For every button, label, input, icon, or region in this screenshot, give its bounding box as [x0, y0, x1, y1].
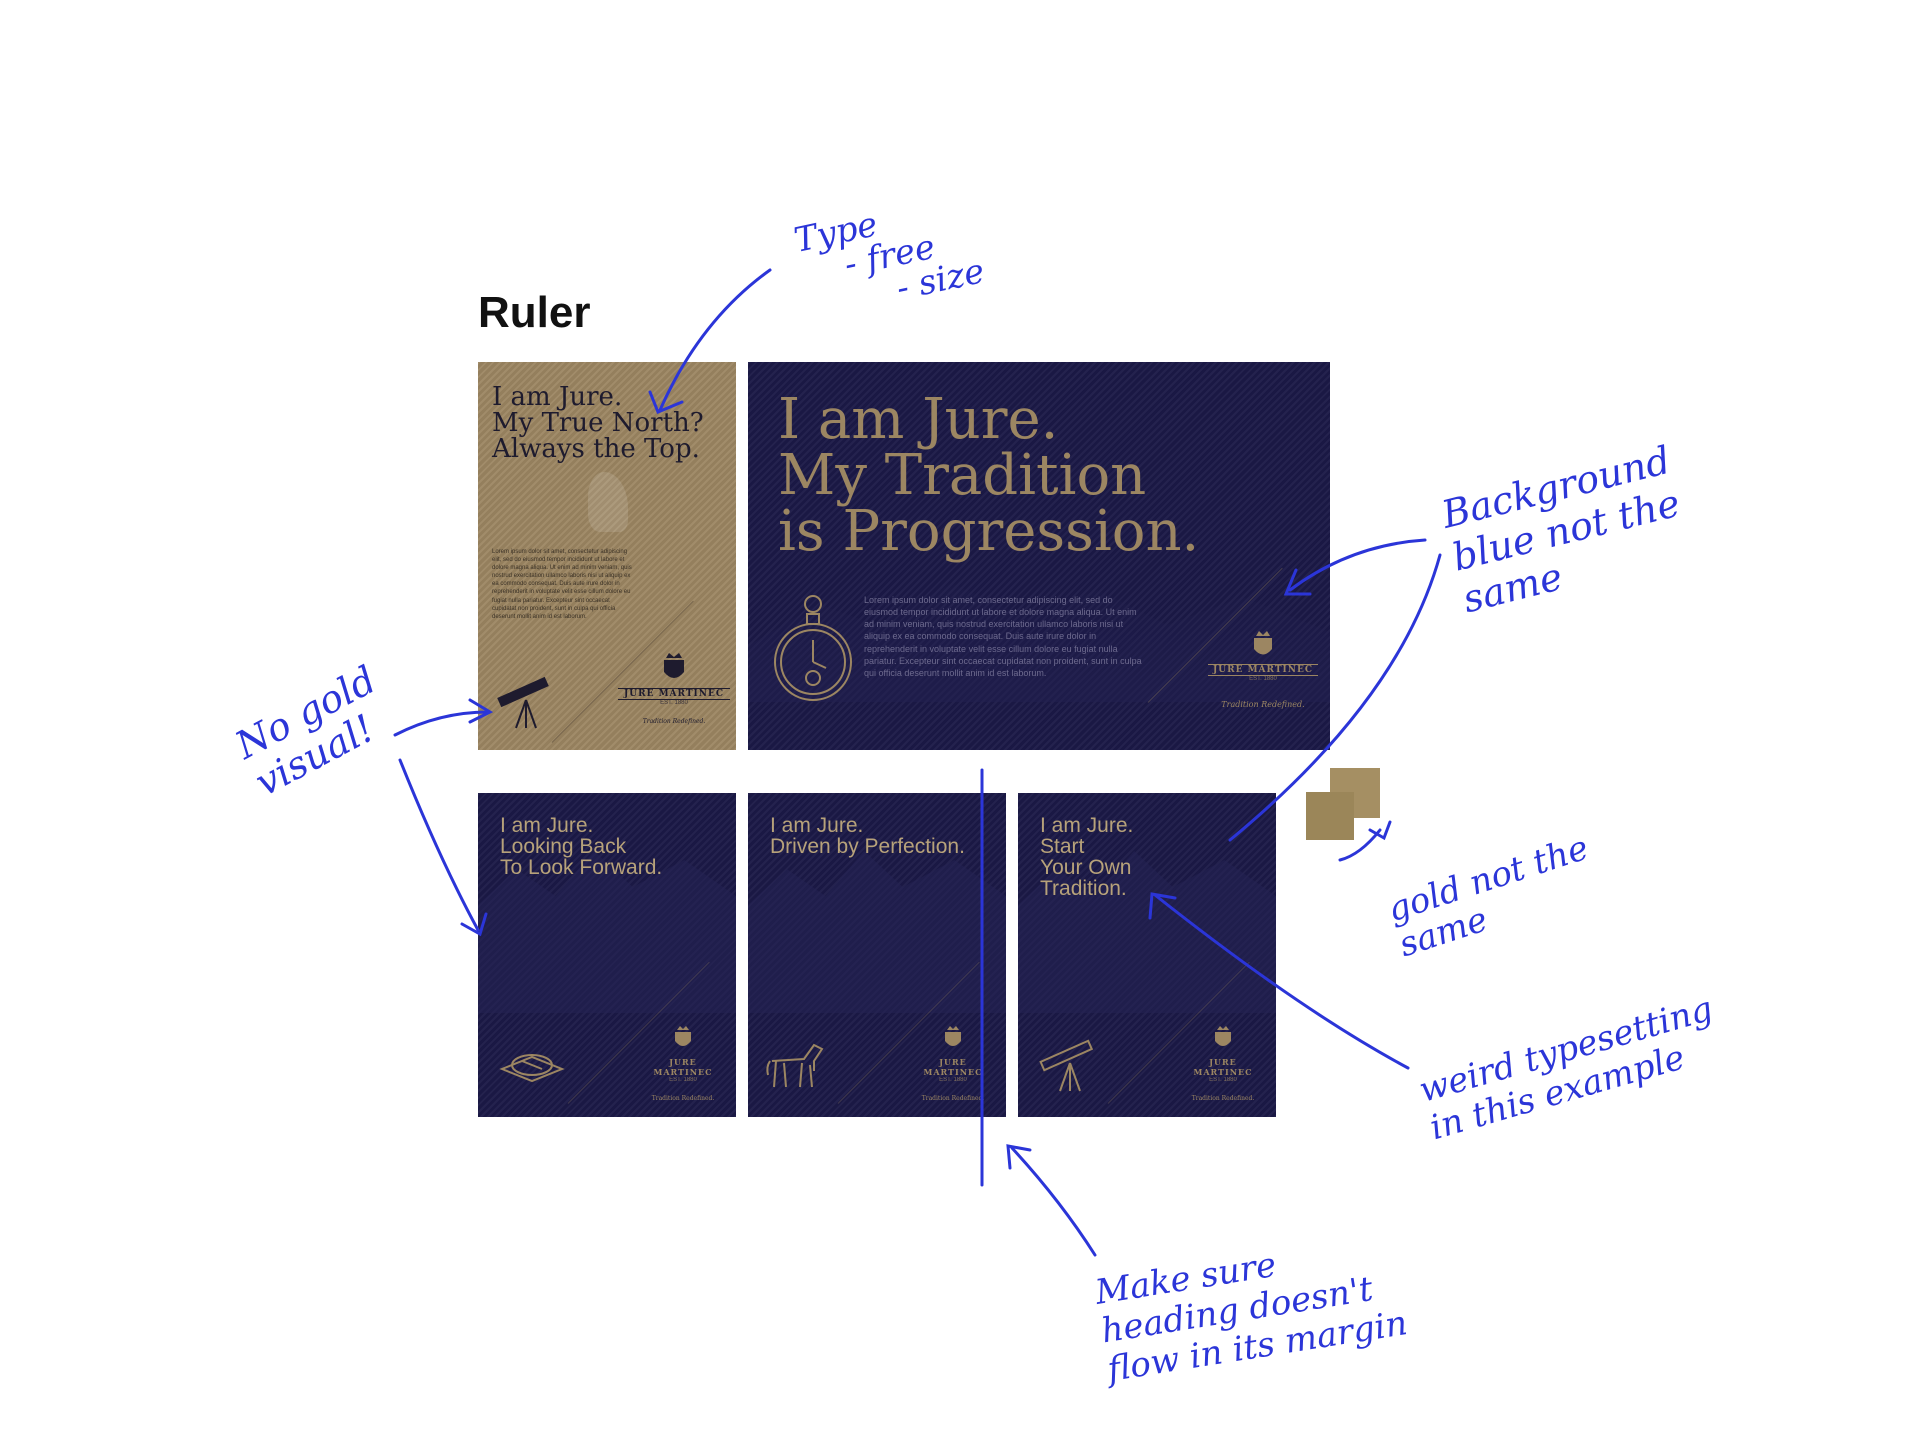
annotation-gold-swatch: gold not the same: [1383, 828, 1605, 966]
brand-sub: EST. 1880: [939, 1077, 967, 1083]
tagline: Tradition Redefined.: [651, 1095, 715, 1102]
annotation-margin: Make sure heading doesn't flow in its ma…: [1093, 1227, 1410, 1390]
poster-small-headline: I am Jure. Driven by Perfection.: [770, 815, 965, 857]
headline-line: I am Jure.: [770, 814, 864, 837]
brand-name: JURE MARTINEC: [1208, 664, 1318, 676]
poster-gold: I am Jure. My True North? Always the Top…: [478, 362, 736, 750]
crest-icon: [1251, 630, 1275, 660]
crest-icon: [1213, 1025, 1233, 1051]
poster-small-headline: I am Jure. Looking Back To Look Forward.: [500, 815, 662, 878]
poster-gold-headline: I am Jure. My True North? Always the Top…: [492, 384, 704, 462]
headline-line: I am Jure.: [778, 387, 1059, 452]
brand-name: JURE MARTINEC: [1193, 1057, 1253, 1077]
brand-block: JURE MARTINEC EST. 1880 Tradition Redefi…: [908, 1025, 998, 1102]
brand-name: JURE MARTINEC: [618, 688, 730, 700]
headline-line: Start: [1040, 835, 1085, 858]
brand-block: JURE MARTINEC EST. 1880 Tradition Redefi…: [618, 652, 730, 725]
poster-small-1: I am Jure. Looking Back To Look Forward.…: [478, 793, 736, 1117]
headline-line: Your Own: [1040, 856, 1132, 879]
board-title: Ruler: [478, 288, 591, 337]
headline-line: I am Jure.: [1040, 814, 1134, 837]
poster-wide-body: Lorem ipsum dolor sit amet, consectetur …: [864, 595, 1142, 678]
headline-line: I am Jure.: [500, 814, 594, 837]
annotation-type: Type - free - size: [791, 188, 988, 325]
gold-swatch: [1306, 792, 1354, 840]
poster-wide: I am Jure. My Tradition is Progression. …: [748, 362, 1330, 750]
brand-block: JURE MARTINEC EST. 1880 Tradition Redefi…: [638, 1025, 728, 1102]
headline-line: Driven by Perfection.: [770, 835, 965, 858]
brand-block: JURE MARTINEC EST. 1880 Tradition Redefi…: [1178, 1025, 1268, 1102]
annotation-typesetting: weird typesetting in this example: [1415, 989, 1728, 1149]
headline-line: Tradition.: [1040, 877, 1127, 900]
headline-line: I am Jure.: [492, 382, 623, 412]
poster-wide-headline: I am Jure. My Tradition is Progression.: [778, 392, 1199, 560]
compass-icon: [496, 1029, 566, 1089]
brand-name: JURE MARTINEC: [653, 1057, 713, 1077]
pocket-watch-icon: [768, 588, 858, 708]
poster-small-headline: I am Jure. Start Your Own Tradition.: [1040, 815, 1133, 899]
brand-sub: EST. 1880: [660, 700, 688, 706]
headline-line: Always the Top.: [492, 434, 700, 464]
headline-line: My Tradition: [778, 443, 1147, 508]
telescope-icon: [490, 662, 560, 732]
poster-small-3: I am Jure. Start Your Own Tradition. JUR…: [1018, 793, 1276, 1117]
brand-name: JURE MARTINEC: [923, 1057, 983, 1077]
headline-line: is Progression.: [778, 499, 1200, 564]
tagline: Tradition Redefined.: [1221, 700, 1305, 709]
mountain-silhouette: [748, 851, 1006, 1013]
headline-line: My True North?: [492, 408, 704, 438]
annotation-background: Background blue not the same: [1437, 438, 1696, 623]
mountain-silhouette: [478, 851, 736, 1013]
brand-block: JURE MARTINEC EST. 1880 Tradition Redefi…: [1208, 630, 1318, 709]
tagline: Tradition Redefined.: [1191, 1095, 1255, 1102]
tagline: Tradition Redefined.: [921, 1095, 985, 1102]
tagline: Tradition Redefined.: [642, 718, 706, 725]
crest-icon: [673, 1025, 693, 1051]
headline-line: Looking Back: [500, 835, 627, 858]
poster-gold-body: Lorem ipsum dolor sit amet, consectetur …: [492, 549, 632, 620]
brand-sub: EST. 1880: [669, 1077, 697, 1083]
crest-icon: [661, 652, 687, 684]
headline-line: To Look Forward.: [500, 856, 663, 879]
mountain-shadow: [588, 472, 628, 532]
crest-icon: [943, 1025, 963, 1051]
horse-icon: [764, 1031, 828, 1091]
brand-sub: EST. 1880: [1209, 1077, 1237, 1083]
annotation-gold-visual: No gold visual!: [228, 657, 402, 804]
telescope-icon: [1034, 1025, 1104, 1095]
poster-small-2: I am Jure. Driven by Perfection. JURE MA…: [748, 793, 1006, 1117]
brand-sub: EST. 1880: [1249, 676, 1277, 682]
